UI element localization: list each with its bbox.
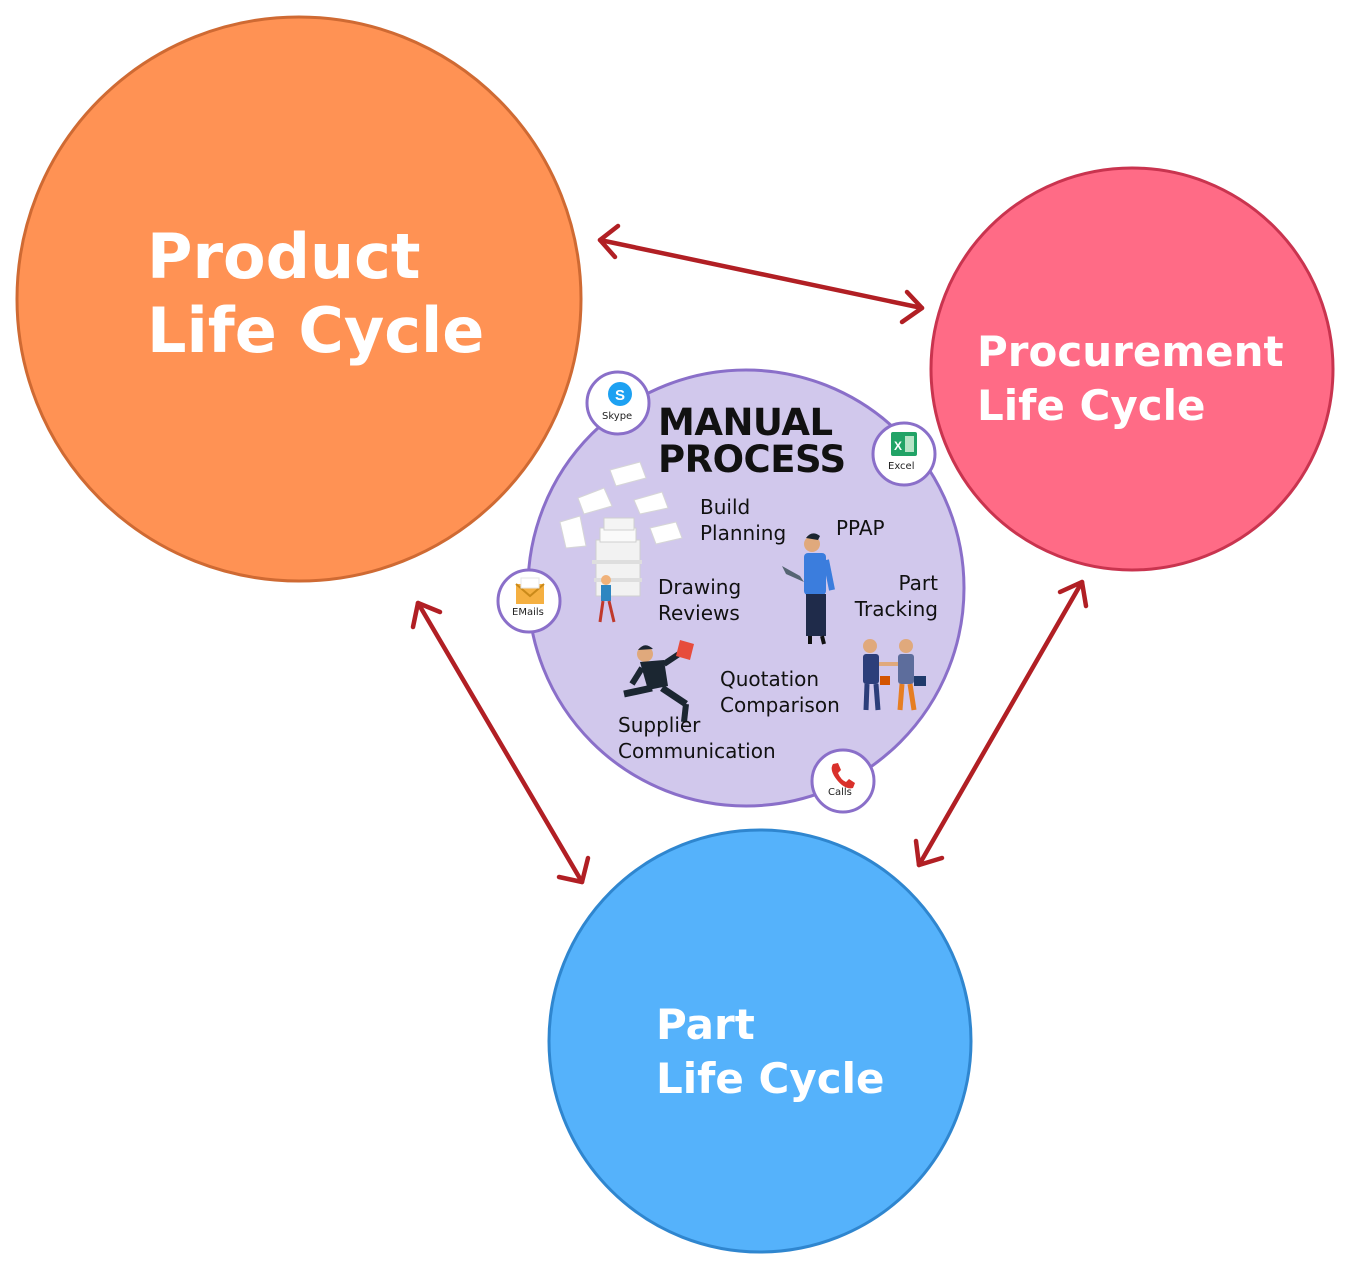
emails-badge-label: EMails [512,607,544,618]
envelope-icon [515,577,545,604]
task-supplier-communication-line1: Supplier [618,713,701,737]
task-build-planning-line2: Planning [700,521,787,545]
task-ppap: PPAP [836,515,885,541]
product-label-line2: Life Cycle [147,294,485,367]
manual-process-title: MANUAL PROCESS [658,404,846,478]
emails-badge [496,568,562,634]
paper-stack-illustration [559,461,683,623]
task-part-tracking-line2: Tracking [854,597,938,621]
task-quotation-comparison-line1: Quotation [720,667,820,691]
product-life-cycle-label: Product Life Cycle [147,226,484,362]
phone-icon [831,763,855,789]
running-businessman-illustration [623,640,694,723]
handshake-illustration [863,639,926,711]
manual-title-line1: MANUAL [658,401,833,444]
skype-icon [608,382,632,406]
product-label-line1: Product [147,220,421,293]
part-life-cycle-circle [547,828,973,1254]
procurement-life-cycle-circle [929,166,1335,572]
task-supplier-communication-line2: Communication [618,739,776,763]
manual-title-line2: PROCESS [658,438,846,481]
task-drawing-reviews-line2: Reviews [658,601,740,625]
task-ppap-line1: PPAP [836,516,885,540]
skype-badge: S [585,370,651,436]
task-build-planning: Build Planning [700,494,786,546]
svg-text:S: S [615,387,625,404]
task-quotation-comparison: Quotation Comparison [720,666,840,718]
arrow-product-part [410,600,591,885]
procurement-label-line1: Procurement [977,327,1284,376]
excel-badge: X [871,421,937,487]
svg-text:X: X [894,439,902,453]
product-life-cycle-circle [15,15,583,583]
skype-badge-label: Skype [602,411,633,422]
task-part-tracking-line1: Part [898,571,938,595]
task-supplier-communication: Supplier Communication [618,712,776,764]
excel-badge-label: Excel [888,461,915,472]
task-part-tracking: Part Tracking [836,570,938,622]
part-life-cycle-label: Part Life Cycle [656,1004,885,1100]
procurement-label-line2: Life Cycle [977,381,1206,430]
part-label-line2: Life Cycle [656,1054,885,1103]
arrow-procurement-part [913,579,1089,868]
task-drawing-reviews-line1: Drawing [658,575,742,599]
task-quotation-comparison-line2: Comparison [720,693,840,717]
procurement-life-cycle-label: Procurement Life Cycle [977,331,1284,427]
arrow-product-procurement [597,223,925,325]
man-with-laptop-illustration [782,533,835,645]
calls-badge-label: Calls [828,787,852,798]
task-build-planning-line1: Build [700,495,751,519]
double-arrows [410,223,1089,885]
calls-badge [810,748,876,814]
part-label-line1: Part [656,1000,755,1049]
task-drawing-reviews: Drawing Reviews [658,574,741,626]
